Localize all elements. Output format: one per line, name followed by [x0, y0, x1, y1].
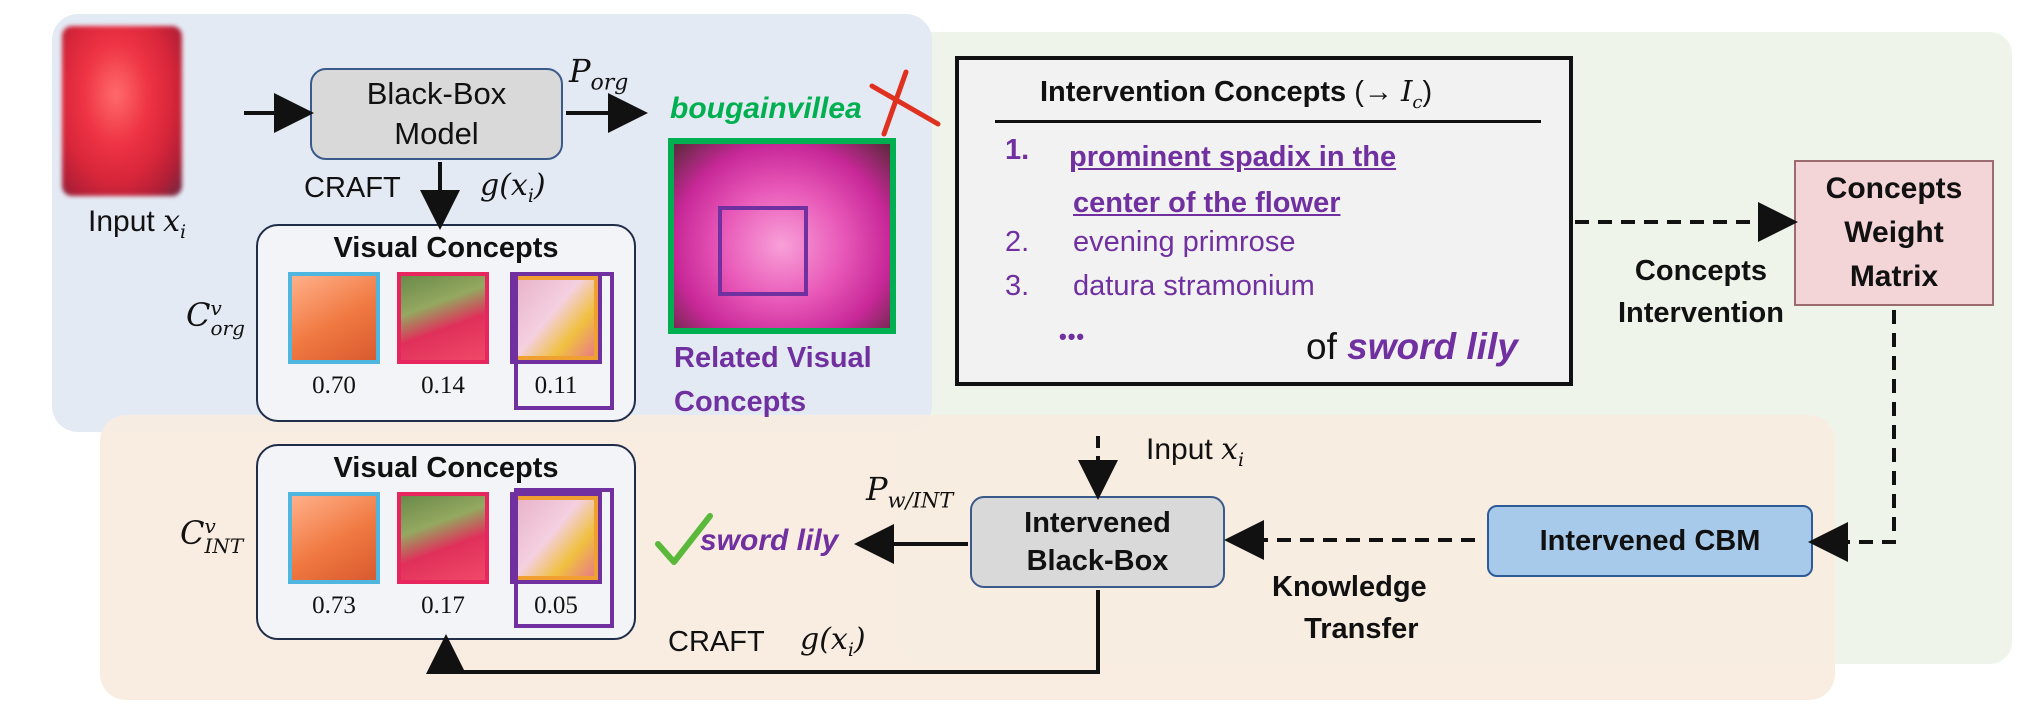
- input-label: Input xi: [88, 204, 187, 243]
- title-underline: [995, 120, 1541, 123]
- concept-thumb-center: [510, 492, 602, 584]
- concept-thumb-petal: [288, 492, 380, 584]
- arrow-intervened-to-concepts: [426, 590, 1100, 674]
- concept-thumb-center: [510, 272, 602, 364]
- visual-concepts-highlight-bottom: [514, 488, 614, 628]
- related-concept-highlight: [718, 206, 808, 296]
- intervention-item-3: datura stramonium: [1073, 270, 1315, 302]
- concept-score-3: 0.11: [534, 372, 578, 399]
- concept-thumb-red-petal: [397, 492, 489, 584]
- intervention-item-2-number: 2.: [1005, 226, 1030, 258]
- red-cross-icon: [869, 69, 941, 137]
- visual-concepts-panel-original: Visual Concepts 0.70 0.14 0.11: [256, 224, 636, 422]
- prediction-wrong-label: bougainvillea: [670, 92, 862, 125]
- concept-score-2: 0.17: [421, 592, 465, 619]
- intervened-cbm: Intervened CBM: [1487, 505, 1813, 577]
- craft-label-top: CRAFT: [304, 172, 401, 204]
- of-class-label: of sword lily: [1306, 326, 1518, 367]
- concept-score-2: 0.14: [421, 372, 465, 399]
- concept-score-1: 0.73: [312, 592, 356, 619]
- g-xi-label-top: g(xi): [480, 168, 546, 207]
- intervention-concepts-box: Intervention Concepts (→ Ic) 1. prominen…: [955, 56, 1573, 386]
- concept-thumb-petal: [288, 272, 380, 364]
- concept-score-1: 0.70: [312, 372, 356, 399]
- green-check-icon: [655, 513, 713, 565]
- p-org-label: Porg: [569, 52, 629, 96]
- visual-concepts-title: Visual Concepts: [333, 232, 559, 264]
- intervention-concepts-title: Intervention Concepts (→ Ic): [1040, 74, 1433, 113]
- intervention-item-2: evening primrose: [1073, 226, 1296, 258]
- visual-concepts-highlight-top: [514, 272, 614, 410]
- intervention-item-1-number: 1.: [1005, 134, 1030, 166]
- arrow-weights-to-cbm: [1808, 310, 1896, 562]
- visual-concepts-title: Visual Concepts: [333, 452, 559, 484]
- concept-thumb-red-petal: [397, 272, 489, 364]
- prediction-correct-label: sword lily: [700, 524, 839, 557]
- concept-score-3: 0.05: [534, 592, 578, 619]
- input-label-bottom: Input xi: [1146, 432, 1245, 471]
- related-concept-image: [668, 138, 896, 334]
- visual-concepts-panel-intervened: Visual Concepts 0.73 0.17 0.05: [256, 444, 636, 640]
- craft-label-bottom: CRAFT: [668, 626, 765, 658]
- g-xi-label-bottom: g(xi): [800, 622, 866, 661]
- intervention-ellipsis: •••: [1059, 324, 1086, 349]
- p-int-label: Pw/INT: [866, 470, 954, 513]
- input-flower-image: [62, 26, 182, 196]
- intervention-item-3-number: 3.: [1005, 270, 1030, 302]
